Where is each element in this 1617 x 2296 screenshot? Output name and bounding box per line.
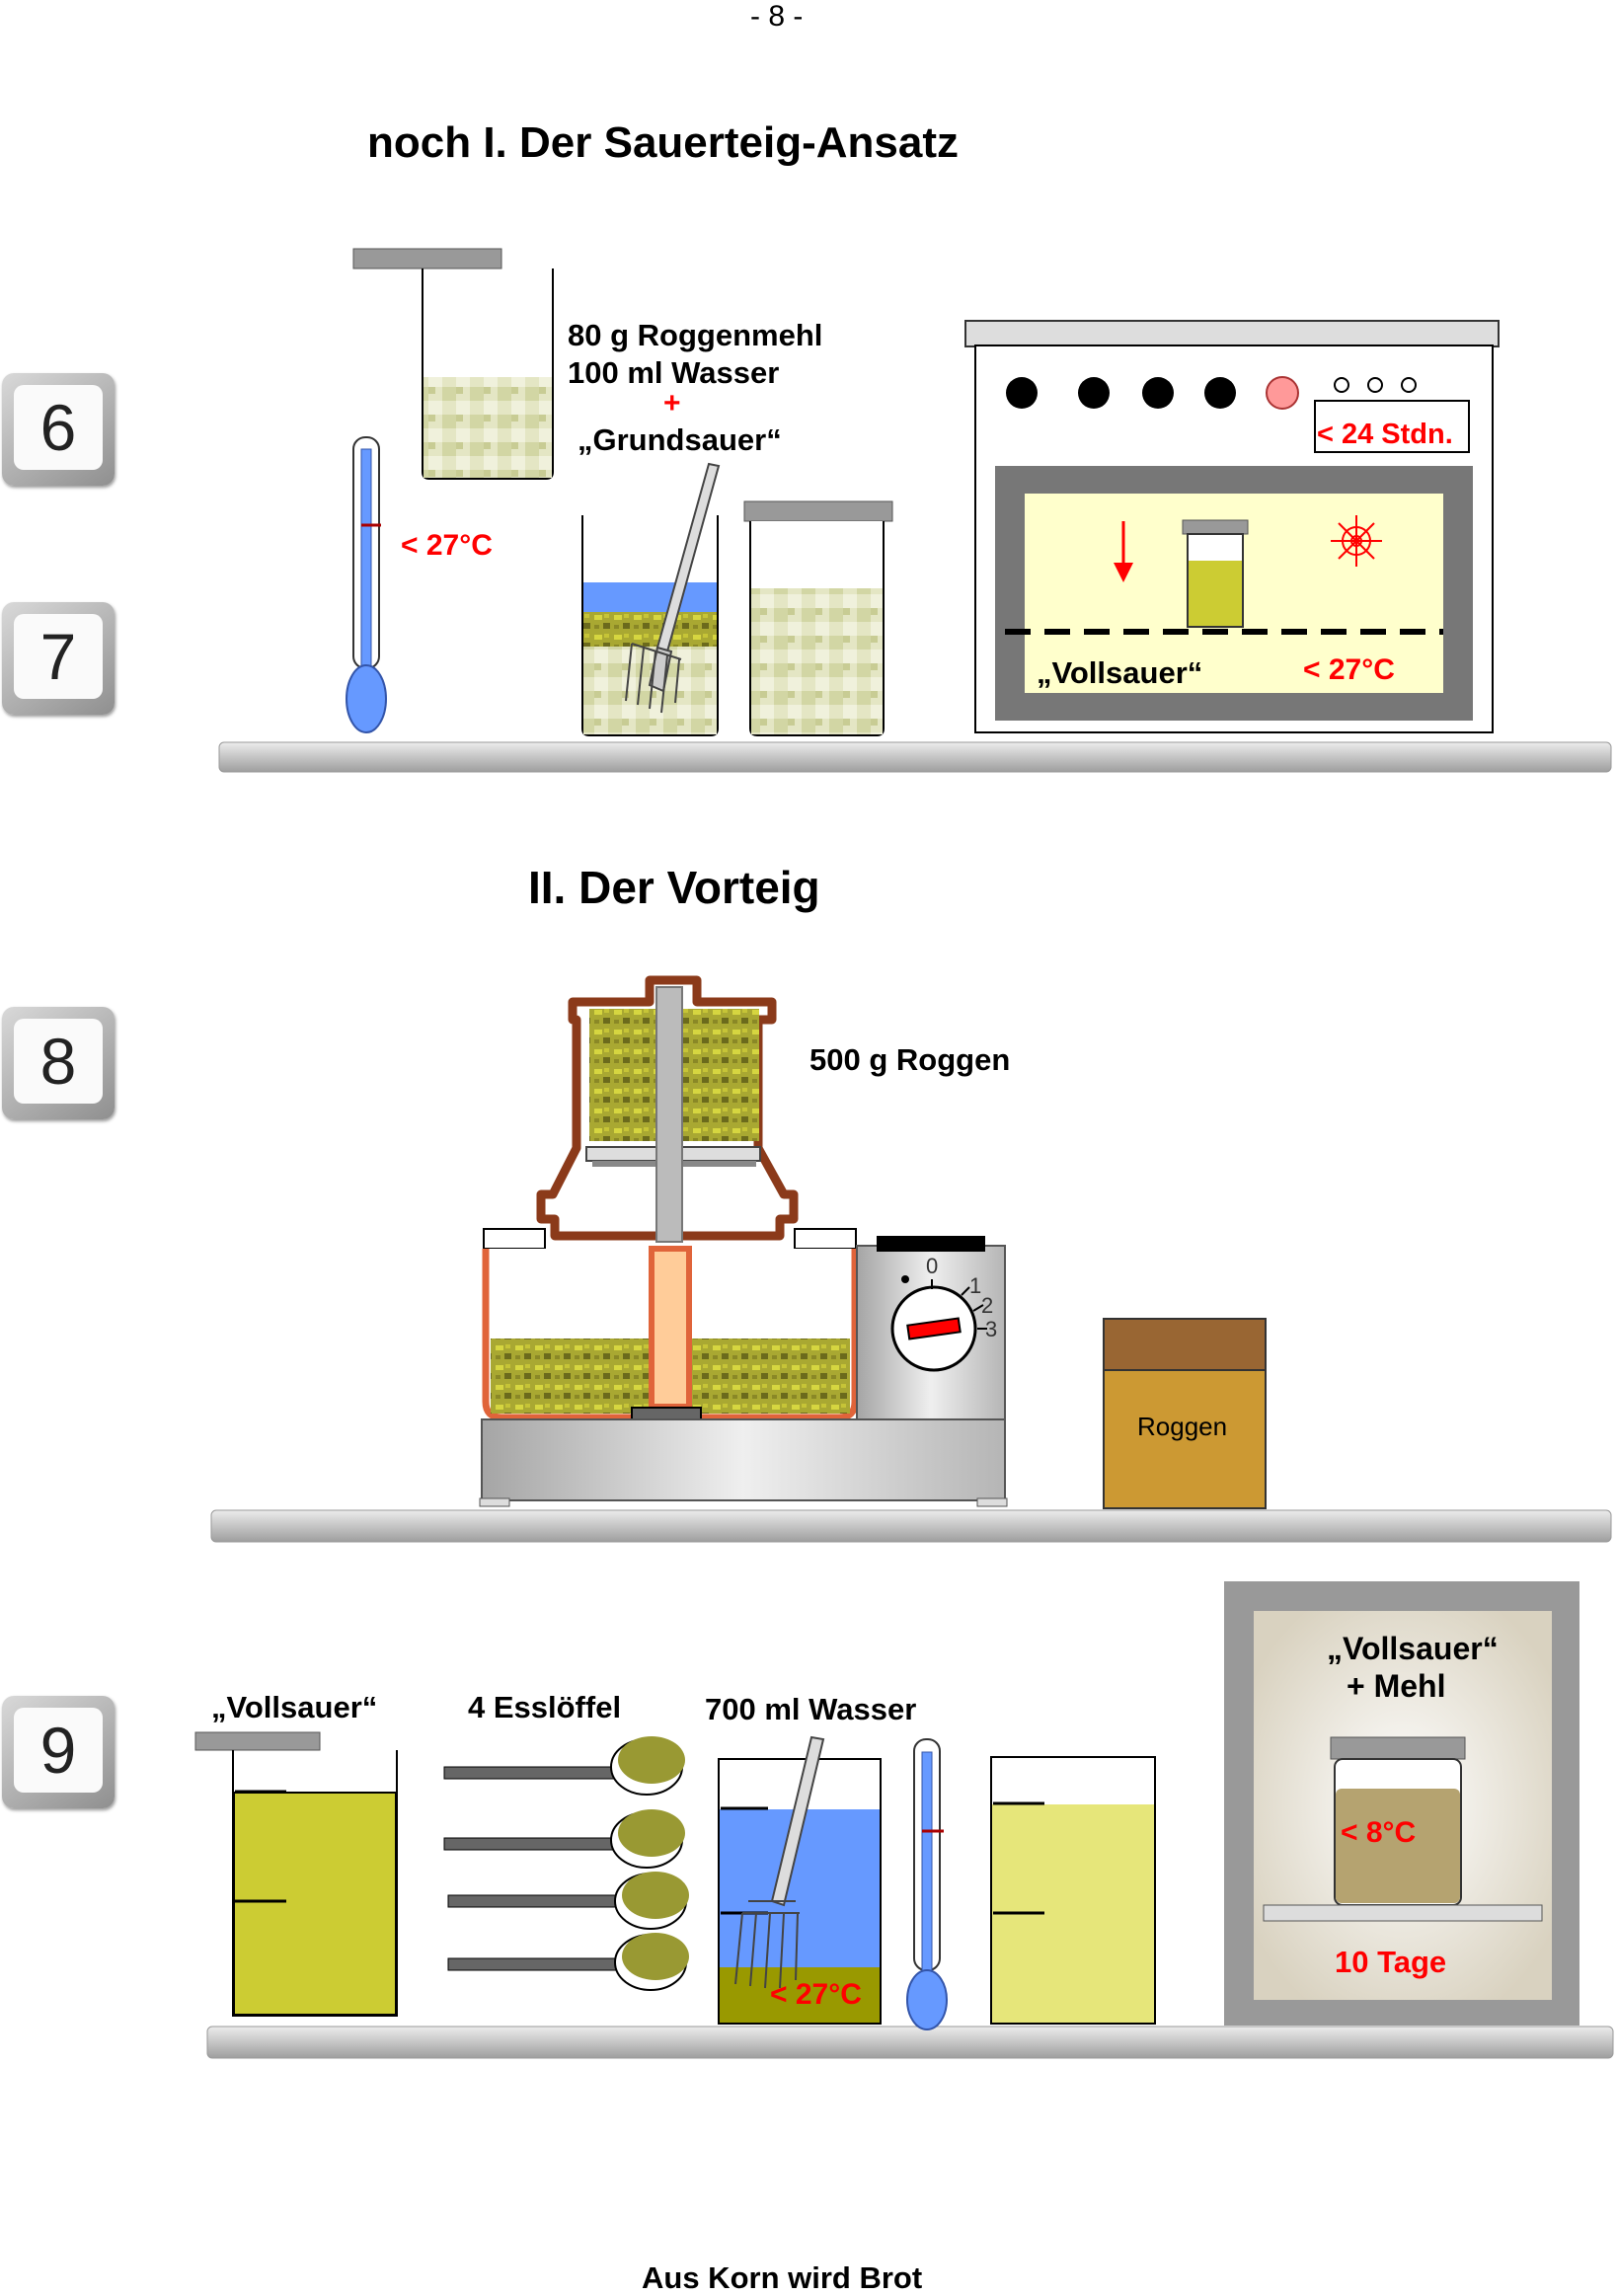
thermometer-2-column <box>921 1751 933 1971</box>
thermometer-1-column <box>360 448 372 669</box>
mixing-water-layer <box>583 582 717 612</box>
fridge-days-label: 10 Tage <box>1335 1945 1447 1979</box>
thermometer-1-bulb <box>346 664 387 733</box>
control-box-top <box>877 1236 985 1252</box>
flour-in-container <box>424 377 552 478</box>
oven-knob-2 <box>1078 377 1110 409</box>
dial-mark-0: 0 <box>926 1254 939 1278</box>
step-badge-9: 9 <box>2 1696 115 1808</box>
oven-dot-3 <box>1401 377 1417 393</box>
oven-temp-label: < 27°C <box>1303 653 1395 686</box>
machine-foot-right <box>976 1497 1008 1507</box>
grain-label: 500 g Roggen <box>809 1042 1011 1077</box>
oven-timer-display <box>1314 400 1470 453</box>
spoon-4 <box>447 1933 689 1991</box>
water-temp-label: < 27°C <box>770 1978 862 2011</box>
bowl-flour-left <box>491 1339 651 1414</box>
oven-dot-2 <box>1367 377 1383 393</box>
fridge-jar-lid <box>1330 1736 1466 1760</box>
oven-indicator-light <box>1266 376 1299 410</box>
section-2-title: II. Der Vorteig <box>528 862 820 913</box>
vollsauer-label: „Vollsauer“ <box>211 1690 378 1724</box>
dial-mark-1: 1 <box>969 1273 982 1298</box>
grain-mill <box>536 975 799 1243</box>
thermometer-2-bulb <box>906 1969 948 2030</box>
mixing-dough-layer <box>583 612 717 647</box>
page-number: - 8 - <box>750 0 804 33</box>
oven-knob-3 <box>1142 377 1174 409</box>
dial-tick-1 <box>961 1286 970 1296</box>
bowl-rim-left <box>483 1228 546 1250</box>
mixing-flour-bottom <box>583 647 717 734</box>
machine-base <box>481 1418 1006 1501</box>
heat-icon <box>1331 515 1382 567</box>
spoon-3 <box>447 1872 689 1930</box>
ingredient-water: 100 ml Wasser <box>568 355 780 390</box>
bowl-center-column <box>649 1246 692 1410</box>
spoon-1 <box>443 1736 685 1796</box>
spoon-2 <box>443 1809 685 1869</box>
bowl-flour-right <box>690 1339 850 1414</box>
dial-mark-3: 3 <box>985 1317 998 1341</box>
oven-dot-1 <box>1334 377 1349 393</box>
fork-1 <box>625 462 721 714</box>
mill-shaft <box>655 986 683 1243</box>
fork-2 <box>734 1735 825 1989</box>
thermometer-1-label: < 27°C <box>401 529 493 562</box>
fridge-label-line2: + Mehl <box>1347 1668 1446 1704</box>
down-arrow-icon <box>1114 521 1133 582</box>
oven-knob-4 <box>1204 377 1236 409</box>
dial-mark-2: 2 <box>981 1293 994 1318</box>
plus-sign: + <box>663 387 681 420</box>
oven-product-label: „Vollsauer“ <box>1037 655 1203 690</box>
oven-jar-content <box>1189 561 1242 626</box>
oven-knob-1 <box>1006 377 1038 409</box>
speed-dial-pointer <box>906 1317 962 1340</box>
water-label: 700 ml Wasser <box>705 1692 917 1726</box>
dial-tick-2 <box>972 1304 984 1312</box>
bowl-rim-right <box>794 1228 857 1250</box>
footer: Aus Korn wird Brot <box>642 2260 923 2295</box>
oven-top <box>964 320 1500 347</box>
starter-label: „Grundsauer“ <box>578 422 782 457</box>
vollsauer-content <box>233 1792 397 2016</box>
fridge-shelf <box>1263 1904 1543 1922</box>
flour-container-lid <box>352 248 502 269</box>
dial-dot <box>901 1275 909 1283</box>
flour-container <box>422 268 554 480</box>
fridge-jar-content <box>1336 1789 1460 1903</box>
jar-lid <box>743 500 893 522</box>
rye-sack <box>1103 1369 1267 1509</box>
step-badge-8: 8 <box>2 1007 115 1119</box>
jar-flour <box>751 588 883 734</box>
control-box <box>856 1245 1006 1420</box>
fridge-temp-label: < 8°C <box>1341 1816 1417 1849</box>
rye-sack-label: Roggen <box>1137 1412 1228 1441</box>
ingredient-rye-flour: 80 g Roggenmehl <box>568 318 823 352</box>
section-1-title: noch I. Der Sauerteig-Ansatz <box>367 118 960 167</box>
machine-foot-left <box>479 1497 510 1507</box>
oven-jar-lid <box>1182 519 1249 535</box>
vollsauer-container-lid <box>194 1731 321 1751</box>
step-badge-7: 7 <box>2 602 115 715</box>
fridge-label-line1: „Vollsauer“ <box>1327 1631 1499 1666</box>
rye-sack-top <box>1103 1318 1267 1371</box>
shelf-2 <box>210 1509 1612 1543</box>
shelf-3 <box>206 2026 1614 2059</box>
water-dough-bottom <box>720 1967 880 2023</box>
spoons-label: 4 Esslöffel <box>468 1690 622 1724</box>
step-badge-6: 6 <box>2 373 115 486</box>
oven-timer-label: < 24 Stdn. <box>1317 419 1453 450</box>
shelf-1 <box>218 741 1612 773</box>
